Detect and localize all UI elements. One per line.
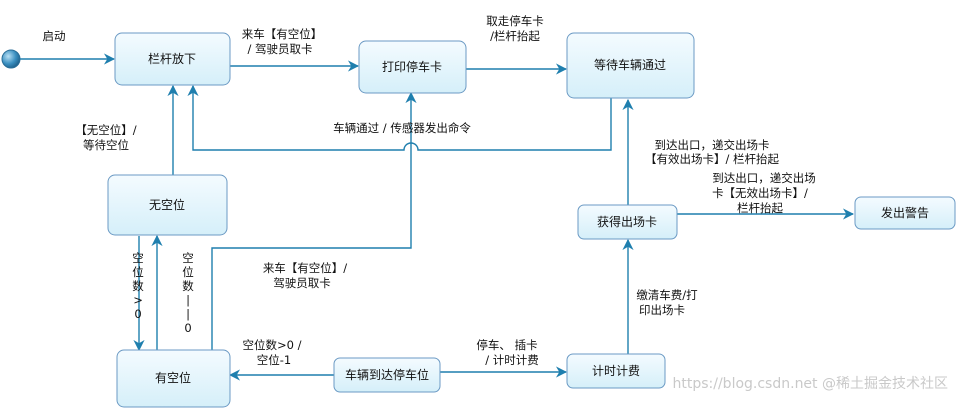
state-print-ticket: 打印停车卡	[358, 40, 467, 94]
vertical-label-char: |	[186, 307, 190, 321]
state-no-space: 无空位	[107, 174, 228, 236]
state-no-space-label: 无空位	[149, 197, 185, 212]
edge-wait-to-barrier	[187, 84, 612, 151]
state-alarm-label: 发出警告	[881, 205, 929, 220]
vertical-label-char: 空	[182, 251, 194, 265]
vertical-label-char: 数	[182, 279, 194, 293]
label-park-insert-1: 停车、 插卡	[476, 338, 537, 352]
state-wait-pass-label: 等待车辆通过	[594, 57, 666, 72]
label-has-space-car-1: 来车【有空位】/	[263, 261, 347, 275]
label-car-arrive-space-1: 来车【有空位】	[242, 27, 323, 41]
state-get-exit-card-label: 获得出场卡	[597, 214, 657, 229]
vertical-label-char: 0	[134, 307, 141, 321]
label-car-arrive-space-2: / 驾驶员取卡	[247, 42, 312, 56]
vertical-label-char: |	[186, 293, 190, 307]
state-timing-label: 计时计费	[592, 364, 640, 378]
state-barrier-down: 栏杆放下	[114, 32, 231, 86]
label-pay-print-2: 印出场卡	[639, 303, 685, 317]
label-car-passed: 车辆通过 / 传感器发出命令	[333, 121, 471, 135]
label-no-space-wait-1: 【无空位】/	[75, 123, 136, 137]
label-no-space-wait-2: 等待空位	[83, 138, 129, 152]
state-timing: 计时计费	[566, 353, 666, 389]
watermark: https://blog.csdn.net @稀土掘金技术社区	[673, 376, 949, 392]
label-space-is-zero: 空位数||0	[182, 251, 194, 335]
state-car-arrive: 车辆到达停车位	[333, 357, 441, 393]
label-take-card-1: 取走停车卡	[486, 14, 544, 28]
state-alarm: 发出警告	[854, 196, 956, 230]
label-valid-exit-2: 【有效出场卡】/ 栏杆抬起	[645, 152, 780, 166]
label-space-minus-2: 空位-1	[257, 353, 291, 367]
state-wait-pass: 等待车辆通过	[566, 32, 695, 99]
vertical-label-char: 位	[132, 265, 144, 279]
label-has-space-car-2: 驾驶员取卡	[273, 276, 331, 290]
state-has-space-label: 有空位	[155, 370, 191, 385]
vertical-label-char: 0	[184, 321, 191, 335]
vertical-label-char: >	[133, 293, 143, 307]
state-print-ticket-label: 打印停车卡	[382, 59, 442, 74]
label-zero-space: 空位数>0	[132, 251, 144, 321]
label-valid-exit-1: 到达出口，递交出场卡	[655, 138, 770, 152]
label-invalid-exit-1: 到达出口，递交出场	[712, 171, 816, 185]
label-pay-print-1: 缴清车费/打	[636, 288, 698, 302]
label-space-minus-1: 空位数>0 /	[243, 338, 302, 352]
start-node	[1, 49, 21, 69]
state-barrier-down-label: 栏杆放下	[148, 51, 196, 66]
edge-hasspace-to-print	[211, 91, 417, 350]
label-start: 启动	[43, 29, 66, 43]
state-has-space: 有空位	[116, 349, 231, 408]
state-car-arrive-label: 车辆到达停车位	[345, 367, 429, 382]
label-take-card-2: /栏杆抬起	[490, 29, 540, 43]
label-park-insert-2: / 计时计费	[485, 353, 539, 367]
label-invalid-exit-2: 卡【无效出场卡】/	[712, 186, 808, 200]
vertical-label-char: 数	[132, 279, 144, 293]
label-invalid-exit-3: 栏杆抬起	[737, 201, 783, 215]
vertical-label-char: 位	[182, 265, 194, 279]
vertical-label-char: 空	[132, 251, 144, 265]
state-get-exit-card: 获得出场卡	[577, 204, 678, 240]
